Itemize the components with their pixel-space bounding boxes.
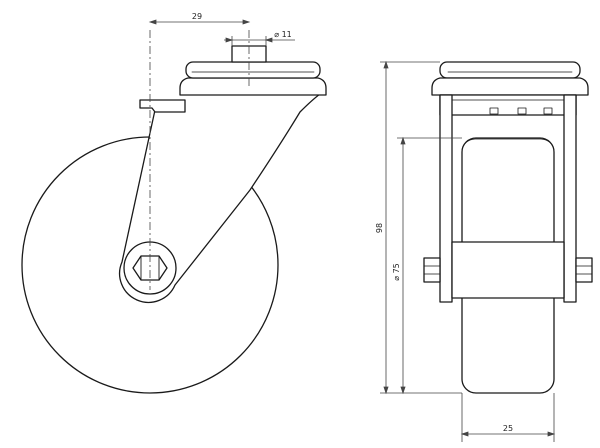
front-top-race <box>439 61 581 79</box>
side-view <box>21 45 327 394</box>
side-offset-label: 29 <box>192 12 202 21</box>
front-width-label: 25 <box>503 424 513 433</box>
front-wheel-diameter-label: ⌀ 75 <box>392 263 401 281</box>
front-fork-leg-left <box>439 94 453 303</box>
front-dimensions <box>380 60 556 442</box>
side-centerlines <box>149 30 250 290</box>
front-fork-housing <box>439 94 577 116</box>
front-axle-nut-right <box>575 257 593 283</box>
side-dimensions <box>148 19 295 46</box>
front-top-plate <box>431 77 589 96</box>
front-hub-block <box>451 241 565 299</box>
front-axle-nut-left <box>423 257 441 283</box>
front-fork-leg-right <box>563 94 577 303</box>
side-bracket-tab <box>139 99 186 113</box>
front-height-label: 98 <box>375 223 384 233</box>
side-top-race <box>185 61 321 79</box>
side-top-plate <box>179 77 327 96</box>
front-view <box>423 61 593 394</box>
side-bolt-diameter-label: ⌀ 11 <box>274 30 292 39</box>
